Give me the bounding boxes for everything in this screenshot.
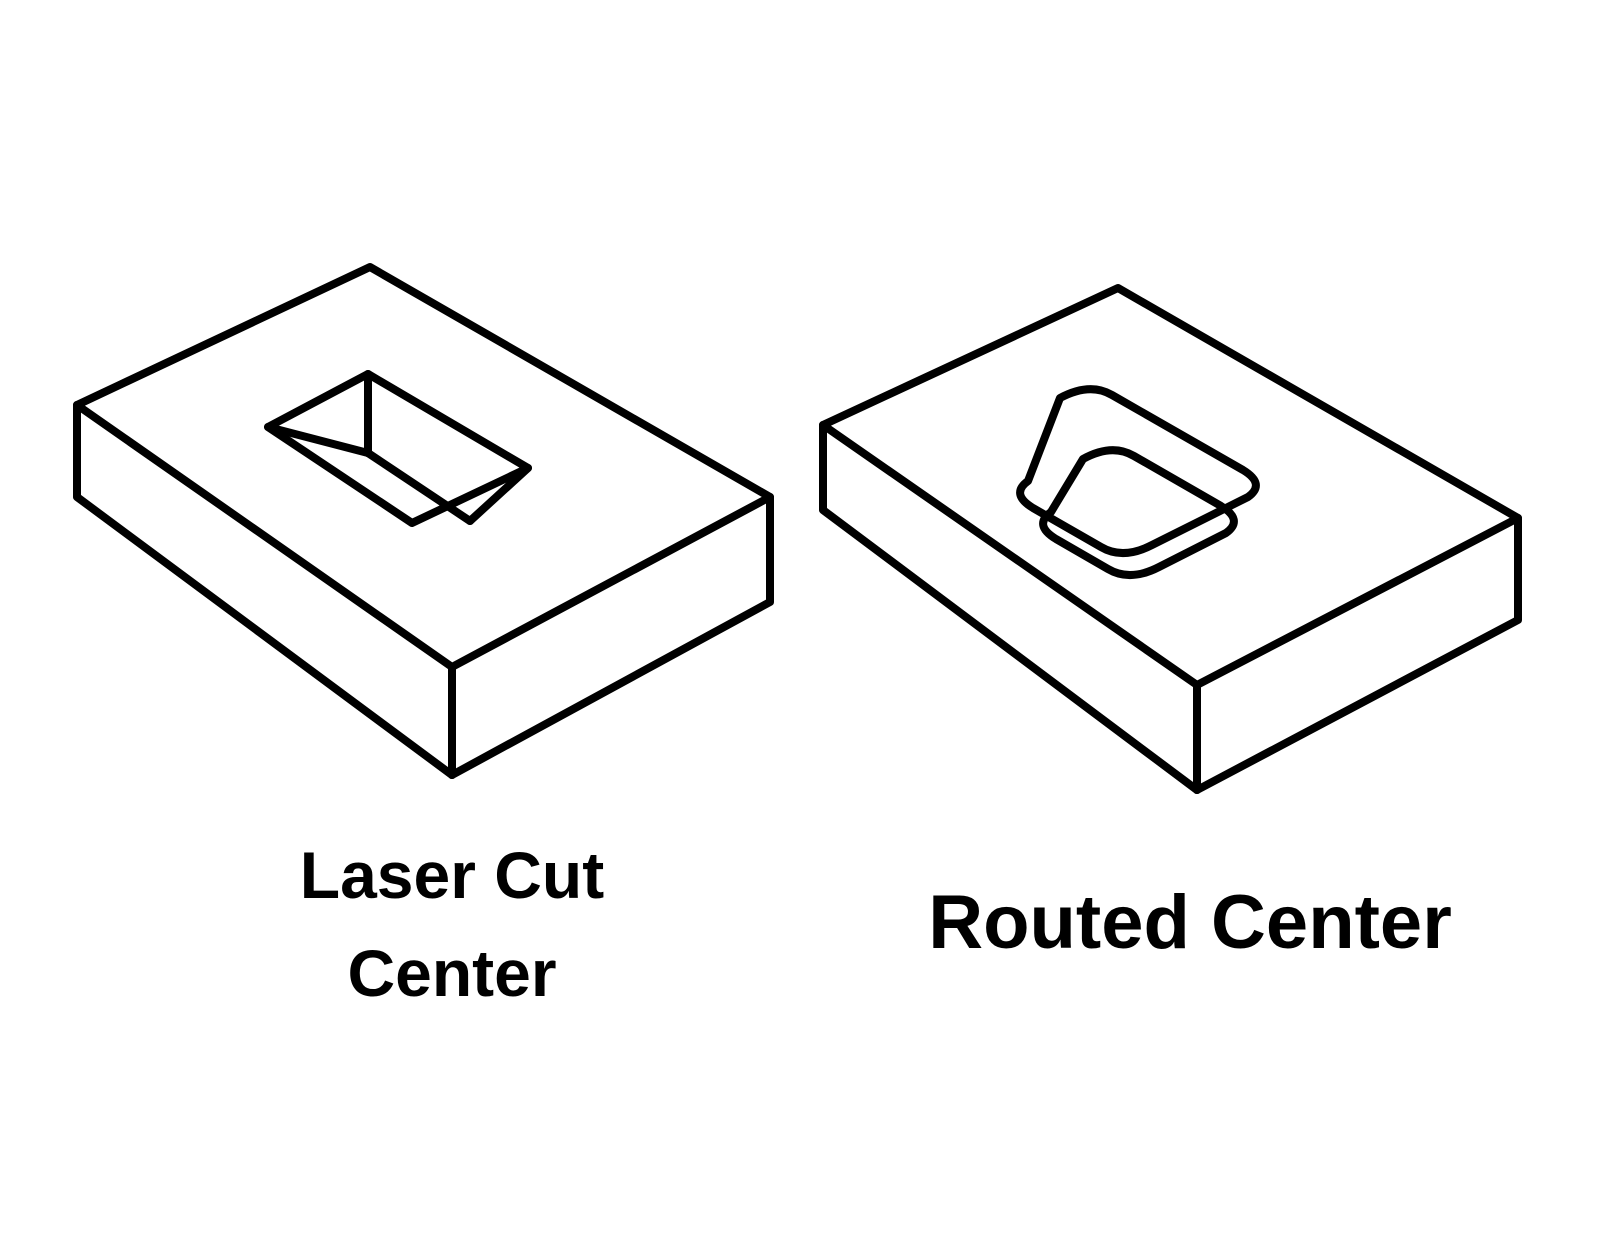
laser-pocket-floor-left-edge	[264, 423, 372, 457]
laser-pocket-opening	[264, 370, 532, 527]
laser-block-right-side-face	[448, 493, 774, 779]
routed-block-top-face	[819, 284, 1522, 689]
routed-block-left-side-face	[819, 421, 1201, 794]
laser-cut-caption-line2: Center	[347, 936, 556, 1010]
laser-cut-caption-line1: Laser Cut	[300, 838, 604, 912]
routed-pocket-opening	[1016, 385, 1260, 557]
laser-block-left-side-face	[73, 401, 456, 779]
routed-block: Routed Center	[819, 284, 1522, 965]
routed-caption-line1: Routed Center	[928, 880, 1452, 965]
laser-pocket-floor-far-edge	[466, 464, 532, 525]
laser-cut-block: Laser Cut Center	[73, 263, 774, 1010]
routed-block-right-side-face	[1193, 514, 1522, 794]
laser-pocket-floor-right-edge	[364, 449, 474, 525]
routed-pocket-floor	[1039, 446, 1238, 579]
laser-block-top-face	[73, 263, 774, 671]
